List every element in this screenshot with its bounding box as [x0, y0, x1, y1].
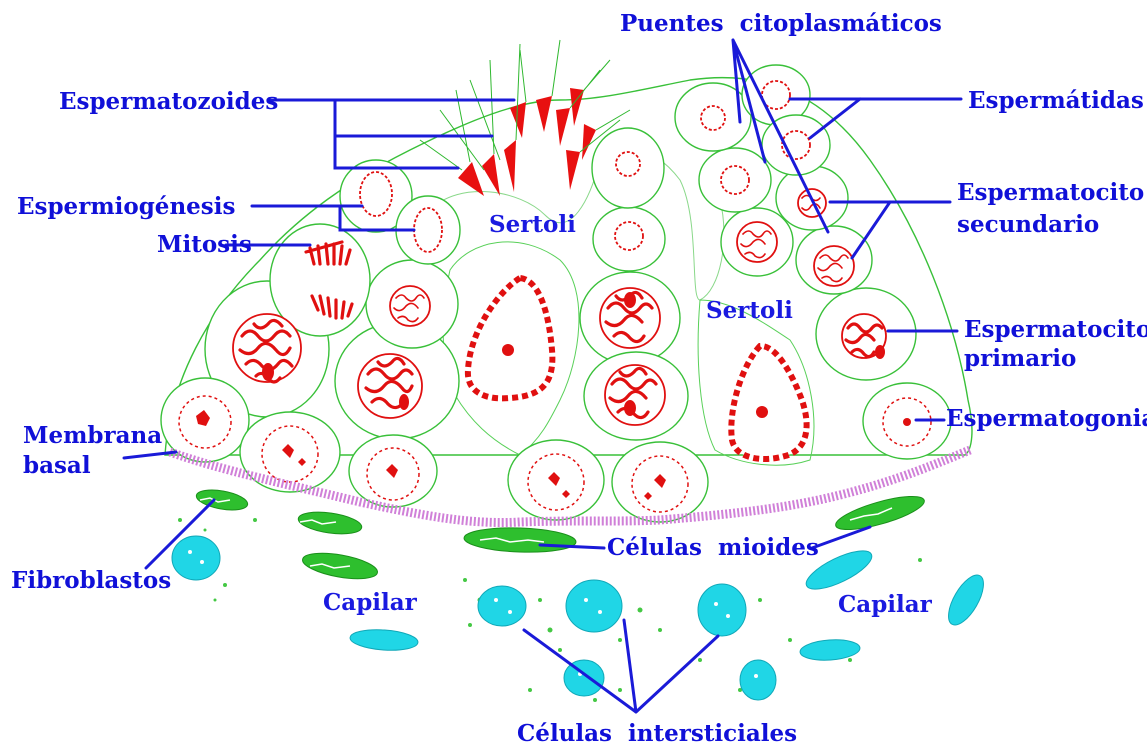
label-espermatocito-secundario-line2: secundario	[957, 211, 1099, 238]
interstitial-cell	[566, 580, 622, 632]
nucleus	[701, 106, 725, 130]
label-celulas-mioides: Células mioides	[607, 534, 819, 561]
nucleolus	[624, 400, 636, 416]
label-capilar-right: Capilar	[838, 591, 933, 618]
label-celulas-intersticiales: Células intersticiales	[517, 720, 797, 747]
nucleolus	[262, 363, 274, 381]
nucleolus	[875, 345, 885, 359]
label-espermatocito-secundario-line1: Espermatocito	[957, 179, 1144, 206]
label-sertoli-right: Sertoli	[706, 297, 793, 324]
label-espermatozoides: Espermatozoides	[59, 88, 278, 115]
interstitial-cell	[478, 586, 526, 626]
nucleus	[814, 246, 854, 286]
label-capilar-left: Capilar	[323, 589, 418, 616]
nucleus	[737, 222, 777, 262]
nucleus	[360, 172, 392, 216]
label-espermatocito-primario-line2: primario	[964, 345, 1076, 372]
interstitial-cell	[172, 536, 220, 580]
label-mitosis: Mitosis	[157, 231, 252, 258]
label-espermatogonia: Espermatogonia	[946, 405, 1147, 432]
nucleus	[721, 166, 749, 194]
nucleus	[615, 222, 643, 250]
label-fibroblastos: Fibroblastos	[11, 567, 171, 594]
cyan-speckles	[188, 550, 758, 678]
label-puentes-citoplasmaticos: Puentes citoplasmáticos	[620, 10, 942, 37]
nucleolus	[624, 292, 636, 308]
label-espermatocito-primario-line1: Espermatocito	[964, 316, 1147, 343]
label-membrana-basal-line2: basal	[23, 452, 91, 479]
nucleus	[414, 208, 442, 252]
label-espermatidas: Espermátidas	[968, 87, 1144, 114]
nucleus	[616, 152, 640, 176]
interstitial-cell	[698, 584, 746, 636]
interstitial-cell	[740, 660, 776, 700]
leader-celulas-intersticiales	[524, 620, 718, 712]
sertoli-nucleolus	[502, 344, 514, 356]
nucleolus	[399, 394, 409, 410]
capillary-endothelial-cell	[799, 638, 860, 662]
label-sertoli-left: Sertoli	[489, 211, 576, 238]
nucleolus	[903, 418, 911, 426]
tubule-epithelium	[161, 40, 972, 522]
capillary-endothelial-cell	[349, 628, 418, 653]
label-espermiogenesis: Espermiogénesis	[17, 193, 235, 220]
sertoli-nucleolus	[756, 406, 768, 418]
capillary-endothelial-cell	[942, 570, 991, 630]
label-membrana-basal-line1: Membrana	[23, 422, 162, 449]
nucleus	[390, 286, 430, 326]
